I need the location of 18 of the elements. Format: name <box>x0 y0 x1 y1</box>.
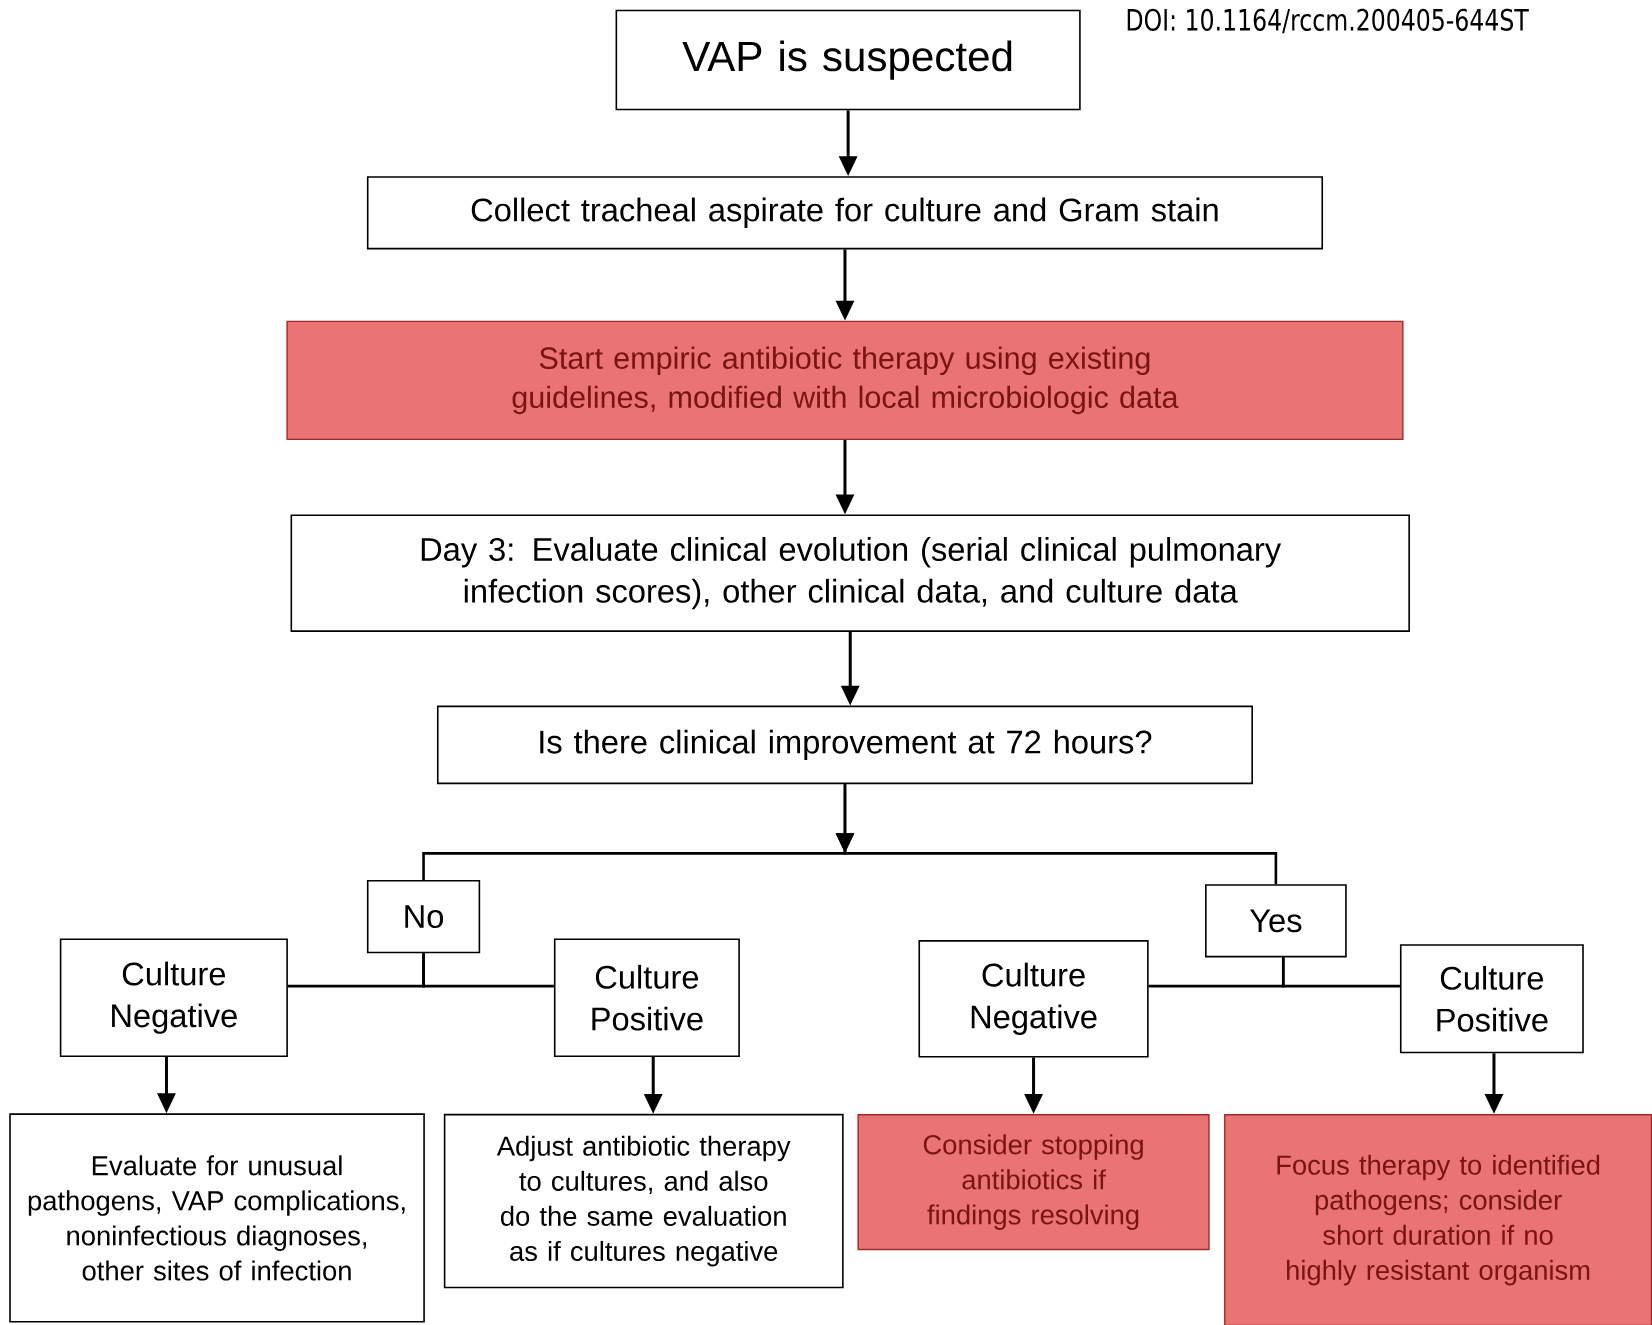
process-box: Culture Positive <box>553 938 740 1057</box>
process-box: Evaluate for unusual pathogens, VAP complications, noninfectious diagnoses, other sites of infection <box>9 1113 425 1323</box>
process-box: Yes <box>1205 884 1347 958</box>
highlighted-box: Focus therapy to identified pathogens; consider short duration if no highly resistant organism <box>1224 1114 1652 1325</box>
process-box: Culture Negative <box>918 940 1149 1058</box>
process-box: No <box>366 880 481 954</box>
connector-line <box>422 953 554 988</box>
process-box: Collect tracheal aspirate for culture and Gram stain <box>366 176 1324 250</box>
connector-line <box>1281 957 1400 988</box>
doi-note: DOI: 10.1164/rccm.200405-644ST <box>1127 8 1529 34</box>
process-box: Day 3: Evaluate clinical evolution (serial clinical pulmonary infection scores), other clinical data, and culture data <box>290 514 1410 632</box>
highlighted-box: Start empiric antibiotic therapy using existing guidelines, modified with local microbiologic data <box>286 320 1404 441</box>
highlighted-box: Consider stopping antibiotics if findings resolving <box>857 1114 1210 1251</box>
process-box: Is there clinical improvement at 72 hours? <box>436 705 1253 785</box>
process-box: Culture Positive <box>1399 944 1584 1054</box>
process-box: VAP is suspected <box>615 9 1081 111</box>
process-box: Adjust antibiotic therapy to cultures, and also do the same evaluation as if cultures negative <box>443 1113 844 1289</box>
process-box: Culture Negative <box>59 938 288 1057</box>
